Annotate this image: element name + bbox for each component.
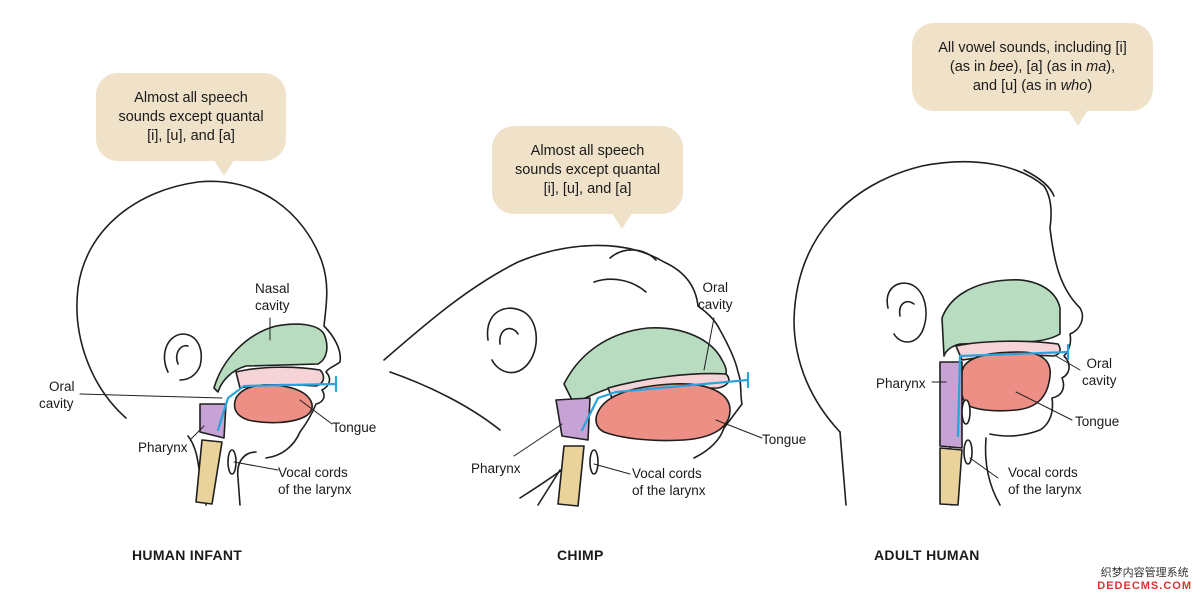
infant-larynx [195,439,223,505]
human-infant-vocal-tract [79,317,338,505]
chimp-oral-cavity-label: Oral cavity [698,279,733,313]
label-line: Oral [1086,356,1113,371]
label-line: Tongue [1075,414,1120,429]
label-line: Vocal cords [632,466,702,481]
adult-larynx [939,447,963,506]
label-line: cavity [39,396,74,411]
label-line: Pharynx [876,376,926,391]
bubble-tail [1068,110,1088,126]
adult-vocal-tract-line [956,350,1070,438]
bubble-line: [i], [u], and [a] [147,127,235,144]
chimp-speech-bubble: Almost all speech sounds except quantal … [492,126,683,229]
adult-pharynx-label: Pharynx [876,375,926,392]
chimp-nasal-cavity [563,327,728,405]
chimp-tongue [595,383,731,442]
bubble-line: [i], [u], and [a] [543,180,632,197]
bubble-line: Almost all speech [530,142,645,159]
adult-tongue-label: Tongue [1075,413,1119,430]
adult-caption: ADULT HUMAN [874,547,980,563]
infant-pharynx-label: Pharynx [138,439,188,456]
adult-human-vocal-tract [931,279,1081,506]
label-line: Vocal cords [1008,465,1078,480]
label-line: Tongue [762,432,807,447]
label-line: Tongue [332,420,377,435]
watermark-line: 织梦内容管理系统 [1100,567,1189,579]
bubble-tail [612,213,632,229]
infant-vocal-cords-label: Vocal cords of the larynx [278,464,352,498]
bubble-line: (as in bee), [a] (as in ma), [949,58,1116,75]
label-line: of the larynx [632,483,706,498]
adult-vocal-cords-label: Vocal cords of the larynx [1008,464,1082,498]
chimp-tongue-label: Tongue [762,431,806,448]
label-line: of the larynx [1008,482,1082,497]
watermark: 织梦内容管理系统 DEDECMS.COM [1097,567,1192,593]
infant-oral-cavity-label: Oral cavity [39,378,75,412]
bubble-line: All vowel sounds, including [i] [938,39,1127,56]
label-line: Vocal cords [278,465,348,480]
infant-caption: HUMAN INFANT [132,547,243,563]
infant-nasal-cavity [213,323,328,393]
infant-tongue [233,384,313,424]
label-line: cavity [1082,373,1117,388]
bubble-line: and [u] (as in who) [972,77,1093,94]
chimp-pharynx-label: Pharynx [471,460,521,477]
infant-pharynx [199,403,227,439]
chimp-pharynx [555,397,591,441]
adult-oral-cavity-label: Oral cavity [1082,355,1117,389]
infant-nasal-cavity-label: Nasal cavity [255,280,290,314]
infant-vocal-tract-line [216,382,338,432]
adult-pharynx [939,361,963,449]
watermark-line: DEDECMS.COM [1097,580,1192,592]
adult-speech-bubble: All vowel sounds, including [i] (as in b… [912,23,1153,126]
adult-human-head [793,161,1084,506]
label-line: Oral [702,280,729,295]
label-line: Oral [49,379,75,394]
chimp-larynx [557,445,585,507]
chimp-vocal-tract [513,317,763,507]
infant-tongue-label: Tongue [332,419,376,436]
chimp-vocal-tract-line [580,378,750,432]
label-line: cavity [698,297,733,312]
bubble-line: sounds except quantal [118,108,264,125]
bubble-line: sounds except quantal [514,161,661,178]
bubble-line: Almost all speech [134,89,248,106]
label-line: Pharynx [138,440,188,455]
label-line: Pharynx [471,461,521,476]
label-line: cavity [255,298,290,313]
label-line: of the larynx [278,482,352,497]
bubble-tail [214,160,234,176]
label-line: Nasal [255,281,290,296]
chimp-caption: CHIMP [557,547,604,563]
chimp-vocal-cords-label: Vocal cords of the larynx [632,465,706,499]
infant-speech-bubble: Almost all speech sounds except quantal … [96,73,286,176]
